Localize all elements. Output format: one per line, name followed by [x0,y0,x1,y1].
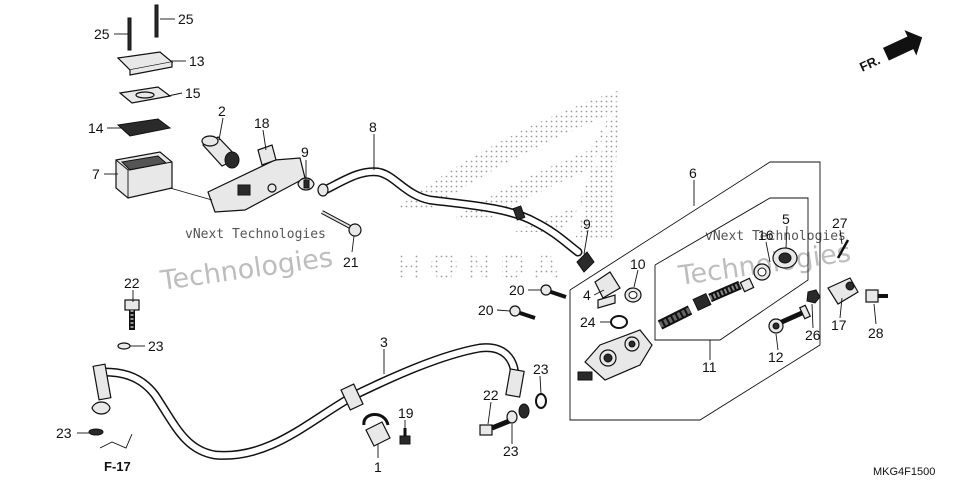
hose-clip-upper [297,177,315,191]
watermark-left-line2: Technologies [158,242,335,297]
callout-25-right: 25 [178,11,194,27]
callout-17: 17 [831,317,847,333]
front-direction-label: FR. [857,52,882,74]
callout-16: 16 [758,227,774,243]
reservoir-bracket [207,144,306,213]
callout-12: 12 [768,349,784,365]
lock-nut [806,289,821,304]
cotter-pin [836,239,850,259]
callout-24: 24 [580,314,596,330]
brake-hose [92,343,525,460]
callout-2: 2 [218,103,226,119]
callout-13: 13 [189,53,205,69]
reservoir-assembly [115,4,174,199]
clamp-bolt [399,428,411,445]
leader-lines [77,18,877,458]
callout-5: 5 [782,211,790,227]
hose-clamp [362,413,391,447]
callout-3: 3 [380,334,388,350]
reservoir-screw-right [154,4,159,38]
master-cylinder-body [577,329,653,381]
callout-19: 19 [398,405,414,421]
front-direction-arrow: FR. [857,30,923,75]
banjo-bolt-right [479,417,513,436]
piston-kit [657,247,798,330]
hose-joint [594,271,621,309]
master-cylinder-frame [569,161,821,421]
callout-10: 10 [630,256,646,272]
honda-wing-logo: HONDA [395,90,620,287]
callout-labels: 25 25 13 15 14 7 2 18 9 8 21 9 6 16 5 27… [56,11,884,475]
sealing-washer-right-a [506,410,518,424]
callout-9-upper: 9 [301,144,309,160]
reservoir-diaphragm [116,118,172,137]
callout-26: 26 [805,327,821,343]
callout-8: 8 [369,119,377,135]
push-rod [768,304,812,334]
reference-label: F-17 [104,459,131,474]
watermark-right-line1: vNext Technologies [705,229,846,244]
callout-1: 1 [374,459,382,475]
callout-22-left: 22 [124,275,140,291]
callout-7: 7 [92,166,100,182]
clevis [827,277,859,305]
bracket-bolt [321,210,362,237]
callout-6: 6 [689,165,697,181]
banjo-bolt-left [124,299,140,330]
callout-22-right: 22 [483,387,499,403]
callout-20-lower: 20 [478,302,494,318]
reservoir-joint [201,135,240,169]
callout-23-left-upper: 23 [148,338,164,354]
sealing-washer-right-c [535,393,547,409]
sealing-washer-left-lower [88,428,104,436]
callout-20-upper: 20 [509,282,525,298]
callout-21: 21 [343,254,359,270]
callout-11: 11 [702,359,717,375]
callout-14: 14 [88,120,104,136]
callout-15: 15 [185,85,201,101]
callout-25-left: 25 [94,26,110,42]
reference-arrow [99,433,133,449]
sealing-washer-right-b [518,403,530,419]
honda-logo-text: HONDA [395,247,565,287]
reservoir-hose [317,167,583,257]
watermark-left-line1: vNext Technologies [185,227,326,242]
callout-27: 27 [832,215,848,231]
banjo-fitting-left [91,401,111,415]
joint-pin [865,289,888,303]
hose-clip-lower [576,251,595,273]
callout-23-left-lower: 23 [56,425,72,441]
callout-23-right-lower: 23 [503,443,519,459]
diagram-code: MKG4F1500 [873,466,935,478]
callout-4: 4 [583,287,591,303]
callout-23-right-upper: 23 [533,361,549,377]
callout-18: 18 [254,115,270,131]
callout-28: 28 [868,325,884,341]
callout-9-lower: 9 [583,216,591,232]
sealing-washer-left-upper [117,342,131,350]
o-ring-24 [610,315,628,329]
mounting-bolt-lower [509,305,536,320]
